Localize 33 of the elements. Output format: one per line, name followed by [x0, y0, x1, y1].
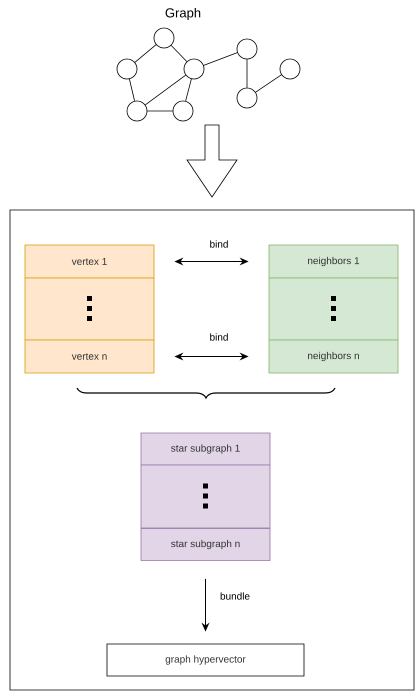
graph-vertex-circle	[154, 28, 174, 48]
edge-line	[203, 52, 238, 66]
edge-line	[147, 110, 173, 112]
cell: neighbors 1	[268, 244, 398, 278]
ellipsis-cell	[140, 464, 270, 528]
cell: neighbors n	[268, 340, 398, 374]
edge-label: bundle	[219, 591, 252, 601]
edge-label: bind	[208, 239, 230, 249]
frame-box	[10, 210, 414, 690]
block-arrow	[186, 124, 238, 198]
graph-vertex-circle	[236, 88, 258, 108]
edge-line	[185, 78, 192, 102]
graph-vertex-circle	[172, 100, 194, 122]
edge-line	[134, 44, 156, 63]
graph-vertex-circle	[236, 38, 258, 60]
graph-vertex-circle	[280, 58, 300, 80]
cell: vertex n	[24, 340, 154, 374]
ellipsis-cell	[268, 278, 398, 340]
result-box: graph hypervector	[106, 644, 304, 676]
ellipsis-cell	[24, 278, 154, 340]
edge-line	[144, 74, 186, 106]
cell: star subgraph 1	[140, 432, 270, 466]
graph-vertex-circle	[116, 58, 138, 80]
edge-line	[255, 74, 282, 93]
edge-label: bind	[208, 332, 230, 342]
title: Graph	[166, 8, 200, 20]
graph-vertex-circle	[184, 58, 204, 80]
edge-line	[246, 59, 248, 88]
edge-line	[129, 78, 135, 102]
cell: vertex 1	[24, 244, 154, 278]
graph-vertex-circle	[126, 100, 148, 122]
cell: star subgraph n	[140, 528, 270, 561]
edge-line	[170, 45, 188, 62]
